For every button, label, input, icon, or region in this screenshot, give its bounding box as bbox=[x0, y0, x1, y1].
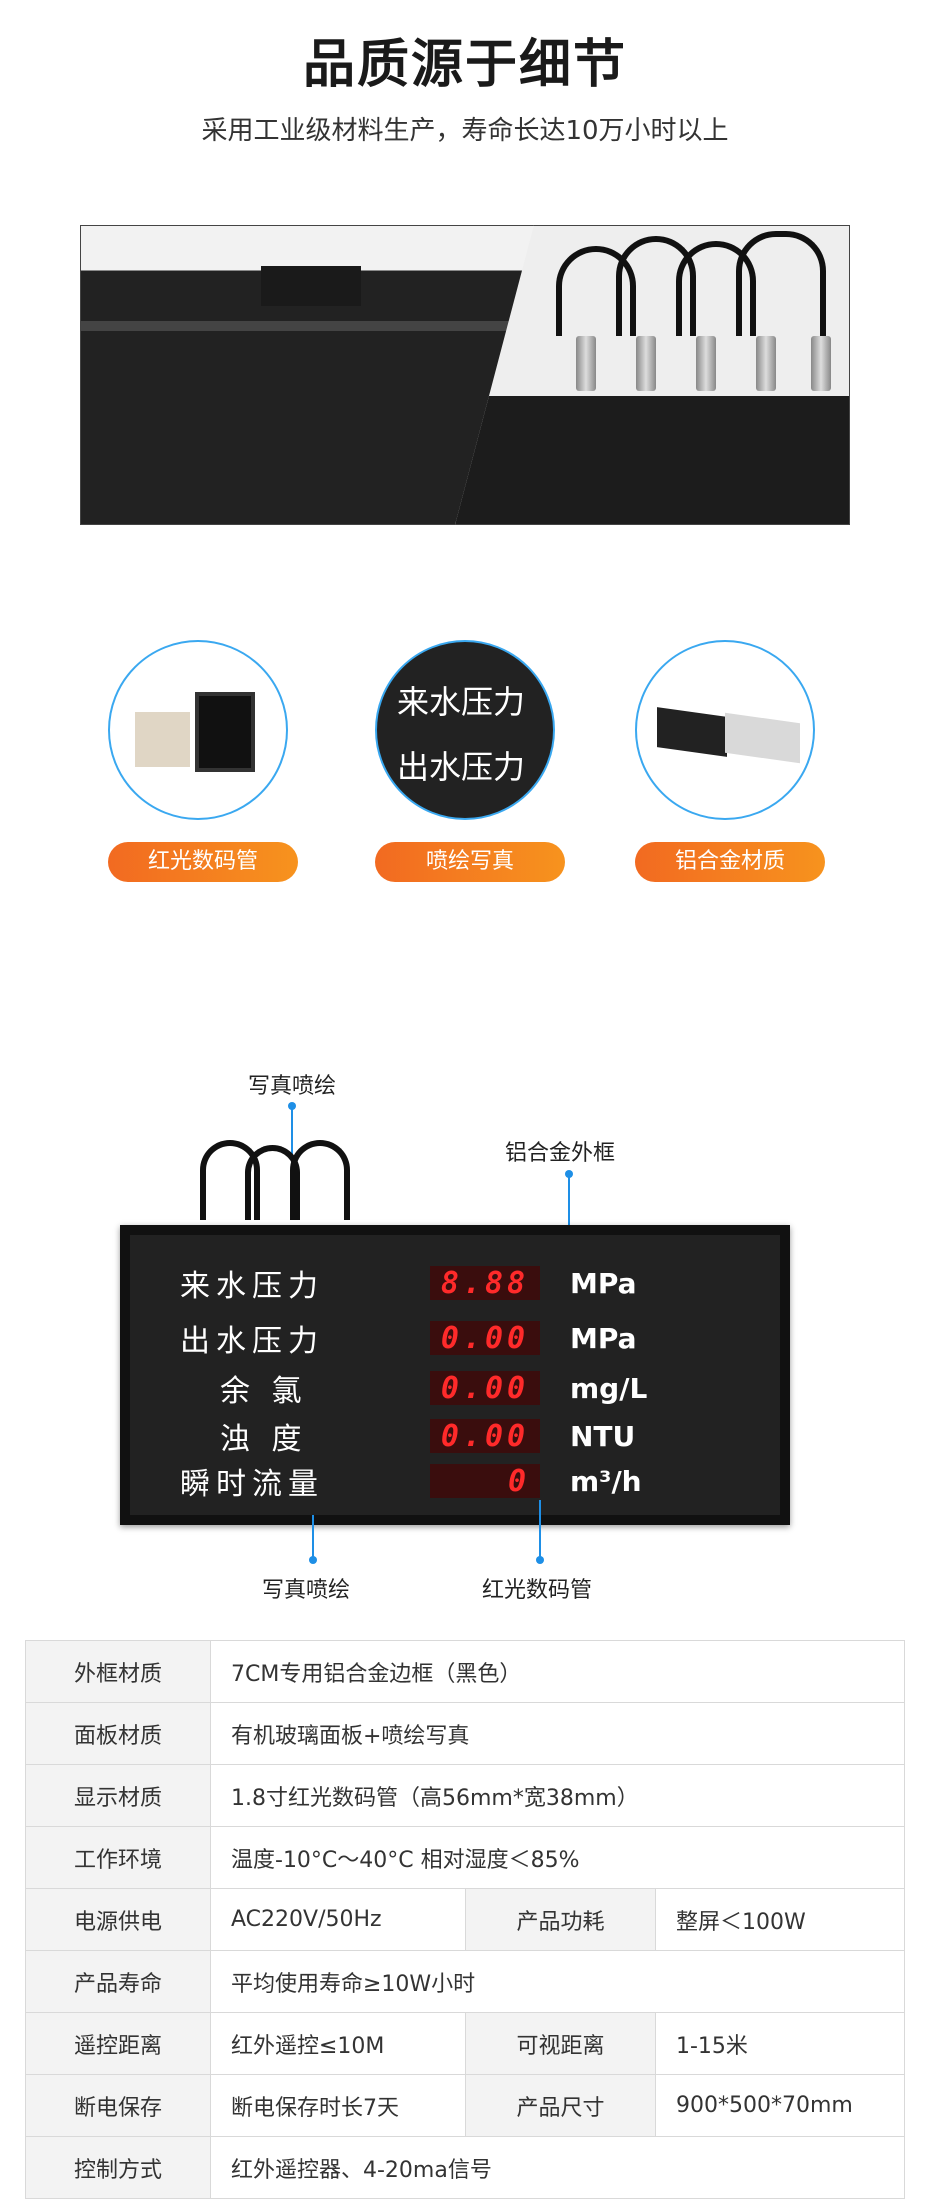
callout-print-top: 写真喷绘 bbox=[248, 1074, 337, 1099]
table-row: 外框材质 7CM专用铝合金边框（黑色） bbox=[25, 1640, 905, 1703]
led-display: 0.00 bbox=[430, 1371, 540, 1406]
mounting-bracket-icon bbox=[261, 266, 361, 306]
display-board: 来水压力 8.88 MPa 出水压力 0.00 MPa 余 氯 0.00 mg/… bbox=[120, 1225, 790, 1525]
callout-dot bbox=[536, 1556, 544, 1564]
seven-segment-led-icon bbox=[108, 640, 288, 820]
feature-label: 喷绘写真 bbox=[375, 842, 565, 882]
callout-print-bottom: 写真喷绘 bbox=[262, 1578, 351, 1603]
connector-icon bbox=[756, 336, 776, 391]
cable-icon bbox=[290, 1140, 350, 1220]
table-row: 断电保存 断电保存时长7天 产品尺寸 900*500*70mm bbox=[25, 2074, 905, 2137]
connector-icon bbox=[696, 336, 716, 391]
table-row: 产品寿命 平均使用寿命≥10W小时 bbox=[25, 1950, 905, 2013]
connector-icon bbox=[811, 336, 831, 391]
frame-top bbox=[456, 396, 849, 524]
led-display: 8.88 bbox=[430, 1266, 540, 1301]
callout-line bbox=[568, 1174, 570, 1229]
page-title: 品质源于细节 bbox=[302, 35, 627, 95]
spec-table: 外框材质 7CM专用铝合金边框（黑色） 面板材质 有机玻璃面板+喷绘写真 显示材… bbox=[25, 1640, 905, 2199]
aluminum-profile-icon bbox=[635, 640, 815, 820]
feature-print: 来水压力 出水压力 喷绘写真 bbox=[375, 640, 565, 882]
table-row: 工作环境 温度-10°C～40°C 相对湿度＜85% bbox=[25, 1826, 905, 1889]
table-row: 控制方式 红外遥控器、4-20ma信号 bbox=[25, 2136, 905, 2199]
board-row: 余 氯 0.00 mg/L bbox=[220, 1370, 648, 1410]
board-row: 瞬时流量 0 m³/h bbox=[180, 1463, 642, 1503]
callout-frame: 铝合金外框 bbox=[505, 1141, 616, 1166]
callout-line bbox=[539, 1500, 541, 1560]
page-subtitle: 采用工业级材料生产，寿命长达10万小时以上 bbox=[201, 116, 729, 146]
feature-label: 红光数码管 bbox=[108, 842, 298, 882]
table-row: 面板材质 有机玻璃面板+喷绘写真 bbox=[25, 1702, 905, 1765]
frame-edge bbox=[81, 321, 569, 331]
feature-aluminum: 铝合金材质 bbox=[635, 640, 825, 882]
led-display: 0.00 bbox=[430, 1419, 540, 1454]
led-display: 0.00 bbox=[430, 1321, 540, 1356]
board-row: 来水压力 8.88 MPa bbox=[180, 1265, 637, 1305]
table-row: 遥控距离 红外遥控≤10M 可视距离 1-15米 bbox=[25, 2012, 905, 2075]
board-row: 出水压力 0.00 MPa bbox=[180, 1320, 637, 1360]
printed-panel-icon: 来水压力 出水压力 bbox=[375, 640, 555, 820]
cable-icon bbox=[616, 236, 696, 336]
feature-led: 红光数码管 bbox=[108, 640, 298, 882]
callout-dot bbox=[309, 1556, 317, 1564]
callout-line bbox=[312, 1515, 314, 1560]
table-row: 显示材质 1.8寸红光数码管（高56mm*宽38mm） bbox=[25, 1764, 905, 1827]
callout-line bbox=[291, 1106, 293, 1176]
cable-icon bbox=[736, 231, 826, 336]
board-row: 浊 度 0.00 NTU bbox=[220, 1418, 636, 1458]
cable-icon bbox=[676, 241, 756, 336]
led-display: 0 bbox=[430, 1464, 540, 1499]
connector-photo bbox=[455, 225, 850, 525]
frame-corner-photo bbox=[80, 225, 570, 525]
cable-icon bbox=[556, 246, 636, 336]
table-row: 电源供电 AC220V/50Hz 产品功耗 整屏＜100W bbox=[25, 1888, 905, 1951]
connector-icon bbox=[636, 336, 656, 391]
callout-led: 红光数码管 bbox=[482, 1578, 593, 1603]
feature-label: 铝合金材质 bbox=[635, 842, 825, 882]
connector-icon bbox=[576, 336, 596, 391]
